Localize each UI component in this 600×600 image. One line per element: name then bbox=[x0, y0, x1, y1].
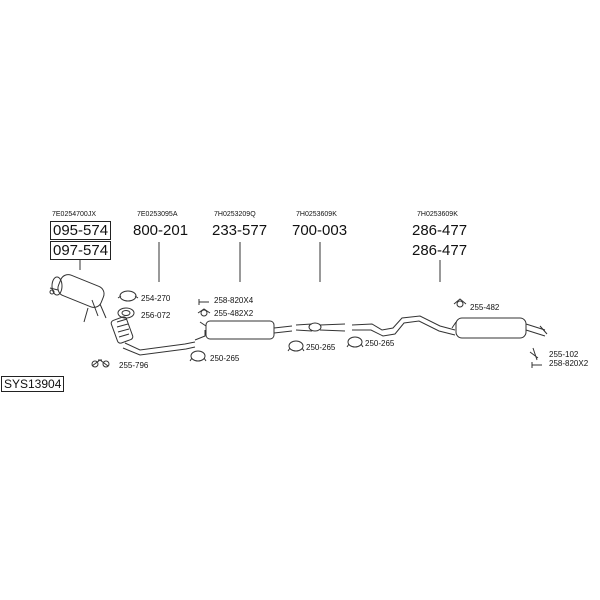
part-number-rear-silencer-2[interactable]: 286-477 bbox=[412, 242, 468, 259]
hanger-255-482-icon bbox=[453, 298, 467, 308]
rear-pipe bbox=[351, 315, 456, 337]
fitting-label-250-265-b[interactable]: 250-265 bbox=[306, 343, 336, 352]
oe-number-front-silencer: 7H0253209Q bbox=[214, 211, 256, 218]
fitting-label-258-820x2[interactable]: 258-820X2 bbox=[549, 359, 589, 368]
diagram-id-label: SYS13904 bbox=[1, 376, 65, 392]
bolt-258-820x4-icon bbox=[198, 299, 209, 305]
fitting-label-250-265-a[interactable]: 250-265 bbox=[210, 354, 240, 363]
part-number-catalyst-1[interactable]: 095-574 bbox=[50, 221, 112, 240]
clamp-250-265-b-icon bbox=[287, 340, 305, 352]
hanger-255-796-icon bbox=[91, 359, 110, 368]
part-number-front-pipe[interactable]: 800-201 bbox=[133, 222, 189, 239]
oe-number-catalyst: 7E0254700JX bbox=[52, 211, 96, 218]
fitting-label-255-482[interactable]: 255-482 bbox=[470, 303, 500, 312]
hanger-255-482x2-icon bbox=[197, 308, 211, 317]
front-silencer bbox=[194, 320, 293, 341]
clamp-250-265-a-icon bbox=[189, 350, 207, 362]
oe-number-center-pipe: 7H0253609K bbox=[296, 211, 337, 218]
part-number-front-silencer[interactable]: 233-577 bbox=[212, 222, 268, 239]
center-pipe bbox=[295, 322, 346, 332]
part-number-rear-silencer-1[interactable]: 286-477 bbox=[412, 222, 468, 239]
catalyst-unit bbox=[49, 274, 107, 323]
oe-number-rear-silencer: 7H0253609K bbox=[417, 211, 458, 218]
gasket-256-072-icon bbox=[117, 307, 135, 319]
fitting-label-254-270[interactable]: 254-270 bbox=[141, 294, 171, 303]
oe-number-front-pipe: 7E0253095A bbox=[137, 211, 178, 218]
rear-silencer bbox=[451, 317, 548, 339]
fitting-label-250-265-c[interactable]: 250-265 bbox=[365, 339, 395, 348]
fitting-label-256-072[interactable]: 256-072 bbox=[141, 311, 171, 320]
hanger-255-102-icon bbox=[529, 347, 539, 361]
front-pipe bbox=[110, 316, 196, 356]
fitting-label-255-482x2[interactable]: 255-482X2 bbox=[214, 309, 254, 318]
fitting-label-255-102[interactable]: 255-102 bbox=[549, 350, 579, 359]
fitting-label-258-820x4[interactable]: 258-820X4 bbox=[214, 296, 254, 305]
part-number-catalyst-2[interactable]: 097-574 bbox=[50, 241, 112, 260]
clamp-254-270-icon bbox=[117, 290, 139, 302]
bolt-258-820x2-icon bbox=[531, 362, 542, 368]
clamp-250-265-c-icon bbox=[346, 336, 364, 348]
part-number-center-pipe[interactable]: 700-003 bbox=[292, 222, 348, 239]
fitting-label-255-796[interactable]: 255-796 bbox=[119, 361, 149, 370]
